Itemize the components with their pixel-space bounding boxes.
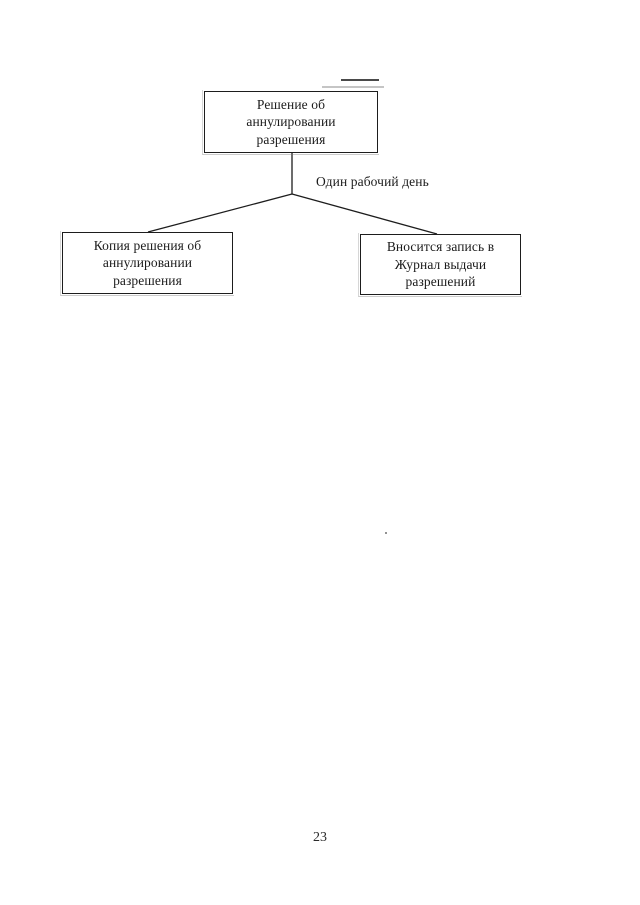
- flowchart-node-root: Решение об аннулировании разрешения: [202, 90, 379, 155]
- flowchart-node-journal: Вносится запись в Журнал выдачи разрешен…: [358, 233, 522, 297]
- scan-artifact-dash-faint: [322, 86, 384, 88]
- flowchart-node-journal-label: Вносится запись в Журнал выдачи разрешен…: [386, 239, 495, 290]
- connector-junction-to-copy: [147, 193, 293, 233]
- flowchart-node-root-label: Решение об аннулировании разрешения: [246, 96, 336, 147]
- page-number: 23: [313, 830, 327, 845]
- scan-artifact-dash: [341, 79, 379, 81]
- flowchart-node-copy-label: Копия решения об аннулировании разрешени…: [93, 237, 202, 288]
- flowchart-node-copy: Копия решения об аннулировании разрешени…: [60, 231, 234, 296]
- scan-artifact-speck: [385, 532, 387, 534]
- flowchart-edge-label-duration: Один рабочий день: [316, 174, 429, 189]
- connector-junction-to-journal: [291, 193, 438, 235]
